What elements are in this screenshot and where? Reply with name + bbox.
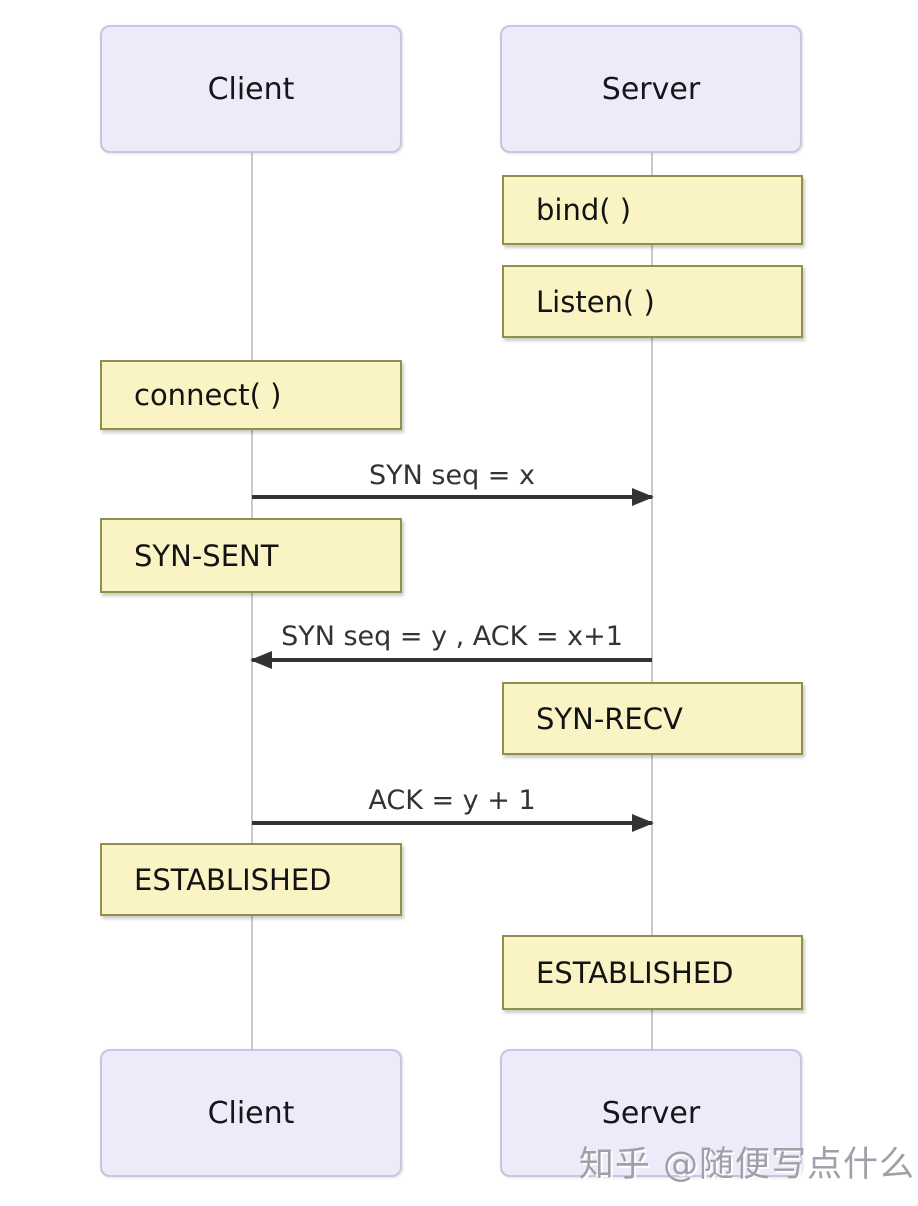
arrowhead-right-icon [632, 814, 654, 832]
arrowhead-right-icon [632, 488, 654, 506]
note-listen: Listen( ) [502, 265, 803, 338]
note-connect: connect( ) [100, 360, 402, 430]
actor-client-bottom: Client [100, 1049, 402, 1177]
note-syn-recv: SYN-RECV [502, 682, 803, 755]
actor-server-top: Server [500, 25, 802, 153]
message-ack-label: ACK = y + 1 [368, 785, 536, 816]
message-syn-label: SYN seq = x [369, 460, 535, 491]
actor-server-bottom: Server [500, 1049, 802, 1177]
actor-client-top-label: Client [207, 71, 295, 107]
actor-client-top: Client [100, 25, 402, 153]
arrowhead-left-icon [250, 651, 272, 669]
note-syn-sent-label: SYN-SENT [134, 538, 279, 573]
actor-server-bottom-label: Server [601, 1095, 701, 1131]
note-established-server-label: ESTABLISHED [536, 955, 734, 990]
message-synack-arrow-line [252, 658, 652, 662]
note-syn-recv-label: SYN-RECV [536, 701, 683, 736]
client-lifeline [251, 153, 253, 1049]
note-established-client-label: ESTABLISHED [134, 862, 332, 897]
actor-server-top-label: Server [601, 71, 701, 107]
note-established-server: ESTABLISHED [502, 935, 803, 1010]
note-syn-sent: SYN-SENT [100, 518, 402, 593]
zhihu-watermark: 知乎 @随便写点什么 [578, 1145, 915, 1185]
note-established-client: ESTABLISHED [100, 843, 402, 916]
actor-client-bottom-label: Client [207, 1095, 295, 1131]
message-ack-arrow-line [252, 821, 652, 825]
message-syn-arrow-line [252, 495, 652, 499]
note-listen-label: Listen( ) [536, 284, 655, 319]
note-connect-label: connect( ) [134, 378, 282, 412]
note-bind: bind( ) [502, 175, 803, 245]
message-synack-label: SYN seq = y , ACK = x+1 [281, 621, 623, 652]
note-bind-label: bind( ) [536, 193, 632, 227]
server-lifeline [651, 153, 653, 1049]
